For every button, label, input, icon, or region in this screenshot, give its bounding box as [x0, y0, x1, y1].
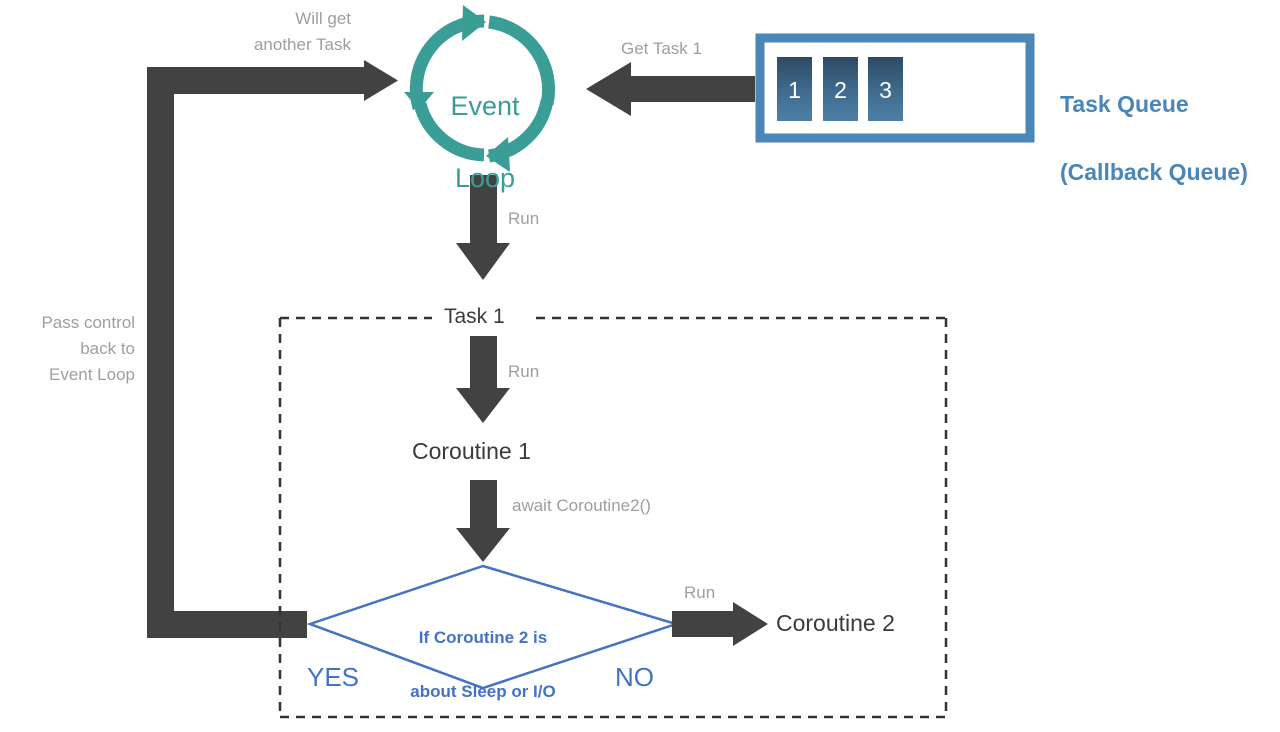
decision-line2: about Sleep or I/O [410, 682, 556, 701]
will-get-another-task-label: Will get another Task [253, 9, 351, 54]
feedback-loop-arrow [147, 60, 398, 638]
decision-line1: If Coroutine 2 is [418, 628, 548, 647]
task-1-dashed-box [278, 316, 948, 719]
decision-diamond [306, 564, 681, 690]
coroutine-2-label: Coroutine 2 [776, 610, 895, 636]
queue-item-1[interactable]: 1 [788, 77, 801, 103]
get-task-label: Get Task 1 [621, 39, 702, 58]
decision-no-label: NO [615, 662, 654, 692]
task-box-label: Task 1 [434, 305, 515, 329]
decision-text: If Coroutine 2 is about Sleep or I/O [373, 597, 593, 732]
run-arrow-to-task [456, 175, 510, 280]
queue-item-3[interactable]: 3 [879, 77, 892, 103]
event-loop-line1: Event [450, 91, 520, 121]
pass-control-label: Pass control back to Event Loop [41, 313, 135, 384]
await-arrow-to-decision [456, 480, 510, 562]
event-loop-line2: Loop [454, 163, 516, 193]
event-loop-circular-arrow [404, 5, 556, 172]
run-arrow-to-coroutine1 [456, 336, 510, 423]
task-queue-box [755, 33, 1035, 143]
get-task-arrow [586, 62, 755, 116]
task-queue-title-line1: Task Queue [1060, 91, 1189, 117]
run-to-coroutine1-label: Run [508, 362, 540, 381]
decision-yes-label: YES [307, 662, 360, 692]
task-queue-title-line2: (Callback Queue) [1060, 159, 1248, 185]
task-queue-title: Task Queue (Callback Queue) [1060, 53, 1280, 223]
event-loop-label: Event Loop [430, 52, 540, 232]
run-to-coroutine2-label: Run [684, 583, 716, 602]
coroutine-1-label: Coroutine 1 [412, 438, 531, 464]
run-arrow-to-coroutine2 [672, 602, 768, 646]
await-coroutine2-label: await Coroutine2() [512, 496, 651, 515]
queue-item-2[interactable]: 2 [834, 77, 847, 103]
run-to-task-label: Run [508, 209, 540, 228]
